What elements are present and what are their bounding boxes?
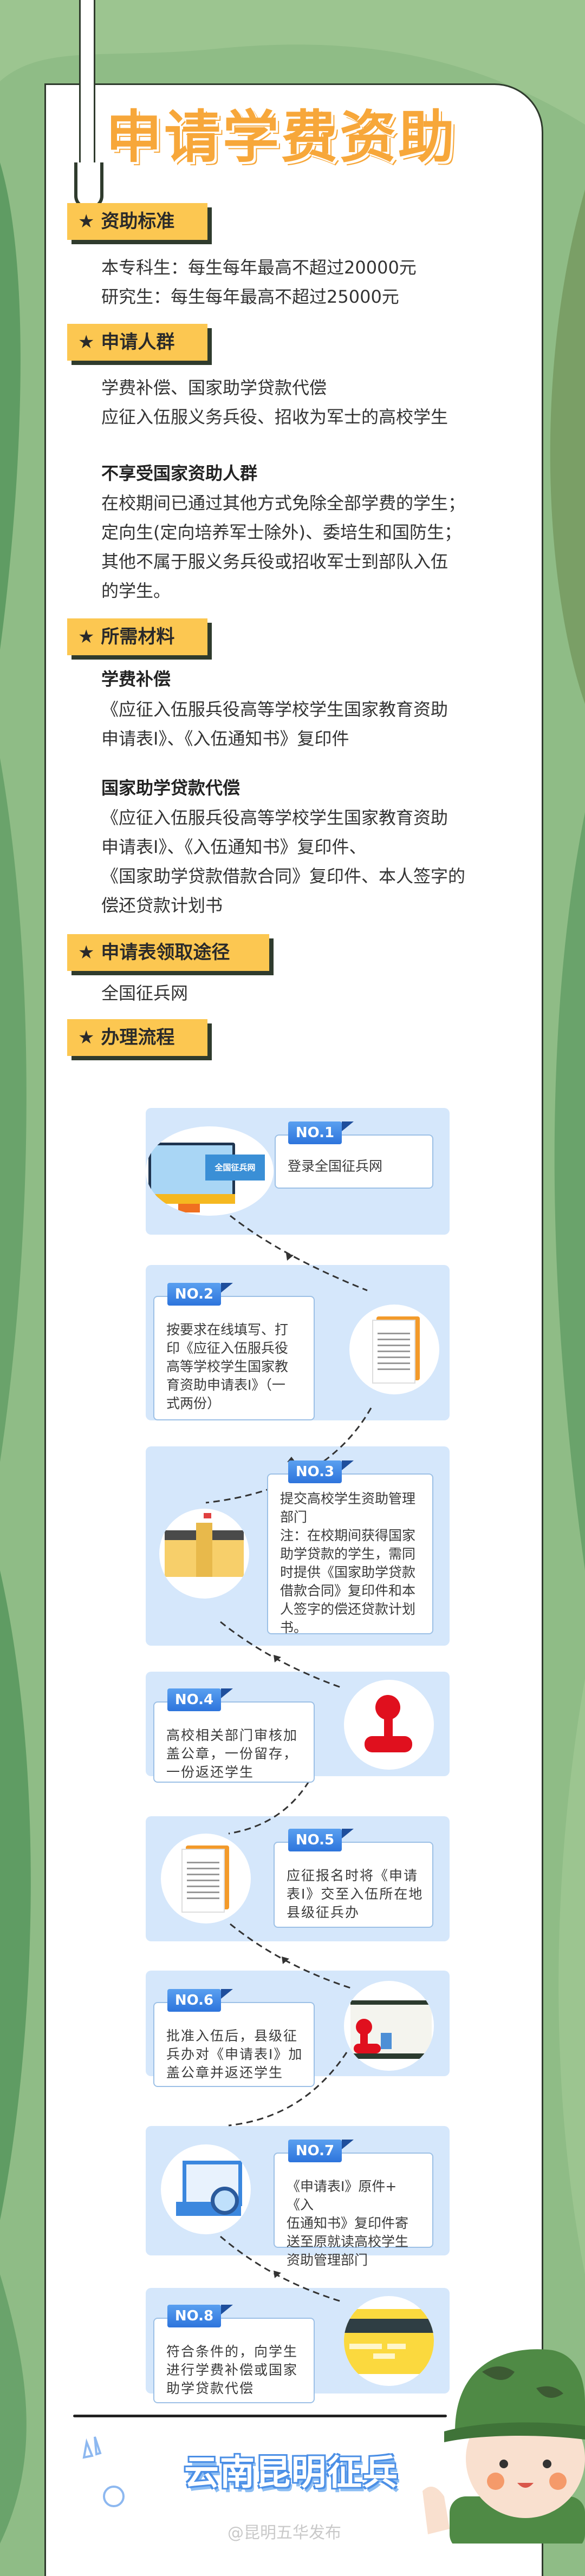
laptop-search-icon: [161, 2144, 251, 2234]
step-3-number: NO.3: [288, 1460, 354, 1483]
step-2-number: NO.2: [167, 1283, 233, 1306]
section-header-funding-standard: ★ 资助标准: [67, 203, 207, 240]
form-source-text: 全国征兵网: [101, 983, 188, 1003]
step-6-description: 批准入伍后，县级征 兵办对《申请表I》加 盖公章并返还学生: [153, 2002, 315, 2087]
step-6-number: NO.6: [167, 1989, 233, 2012]
step-8-description: 符合条件的，向学生 进行学费补偿或国家 助学贷款代偿: [153, 2318, 315, 2403]
ineligible-subtitle: 不享受国家资助人群: [101, 463, 258, 484]
step-2-description: 按要求在线填写、打 印《应征入伍服兵役 高等学校学生国家教 育资助申请表I》（一…: [153, 1296, 315, 1420]
decorative-sparkle-icon: [82, 2436, 125, 2507]
step-1-number: NO.1: [288, 1121, 354, 1144]
hanger-pole: [79, 0, 95, 179]
section-header-form-source: ★ 申请表领取途径: [67, 934, 269, 971]
school-building-icon: [159, 1509, 249, 1599]
page-title: 申请学费资助: [106, 104, 457, 170]
document-icon: [161, 1834, 251, 1923]
brand-title: 云南昆明征兵: [184, 2453, 399, 2493]
eligible-applicants-text: 学费补偿、国家助学贷款代偿 应征入伍服义务兵役、招收为军士的高校学生: [101, 377, 448, 427]
step-4-number: NO.4: [167, 1688, 233, 1711]
ineligible-text: 在校期间已通过其他方式免除全部学费的学生； 定向生(定向培养军士除外)、委培生和…: [101, 493, 466, 601]
step-5-description: 应征报名时将《申请 表I》交至入伍所在地 县级征兵办: [274, 1842, 433, 1928]
footer-divider: [73, 2415, 447, 2417]
soldier-mascot-icon: [422, 2349, 585, 2544]
section-header-process: ★ 办理流程: [67, 1019, 207, 1056]
section-header-required-materials: ★ 所需材料: [67, 618, 207, 655]
step-7-description: 《申请表I》原件+《入 伍通知书》复印件寄 送至原就读高校学生 资助管理部门: [274, 2153, 433, 2268]
office-stamp-icon: [344, 1981, 434, 2071]
loan-repayment-subtitle: 国家助学贷款代偿: [101, 778, 240, 798]
website-label: 全国征兵网: [205, 1155, 265, 1181]
funding-standard-text: 本专科生：每生每年最高不超过20000元 研究生：每生每年最高不超过25000元: [101, 257, 417, 307]
step-8-number: NO.8: [167, 2305, 233, 2327]
loan-repayment-text: 《应征入伍服兵役高等学校学生国家教育资助 申请表I》、《入伍通知书》复印件、 《…: [101, 807, 466, 916]
bank-card-icon: [344, 2296, 434, 2386]
tuition-compensation-text: 《应征入伍服兵役高等学校学生国家教育资助 申请表I》、《入伍通知书》复印件: [101, 699, 448, 749]
step-7-number: NO.7: [288, 2140, 354, 2162]
tuition-compensation-subtitle: 学费补偿: [101, 669, 171, 689]
step-4-description: 高校相关部门审核加 盖公章，一份留存， 一份返还学生: [153, 1701, 315, 1783]
step-3-description: 提交高校学生资助管理 部门 注：在校期间获得国家 助学贷款的学生，需同 时提供《…: [267, 1473, 433, 1635]
step-5-number: NO.5: [288, 1829, 354, 1851]
document-icon: [349, 1305, 439, 1394]
hanger-hook: [74, 162, 103, 209]
computer-icon: 全国征兵网: [146, 1126, 274, 1216]
section-header-eligible-applicants: ★ 申请人群: [67, 324, 207, 361]
stamp-icon: [344, 1680, 434, 1770]
watermark: @昆明五华发布: [227, 2523, 341, 2542]
